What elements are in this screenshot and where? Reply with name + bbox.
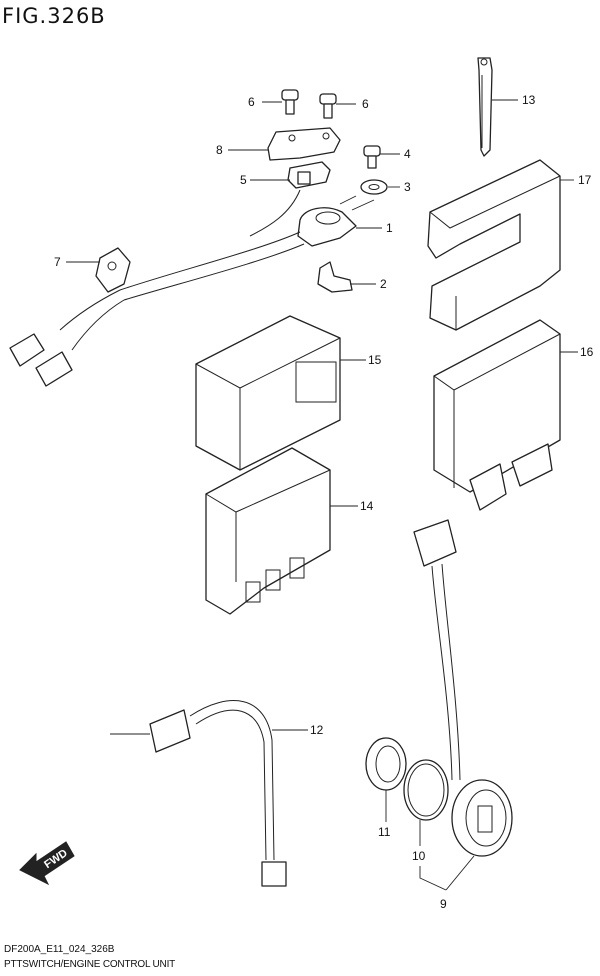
part-15-cover [195, 315, 341, 471]
footer-code: DF200A_E11_024_326B [4, 944, 115, 955]
part-13-cable-tie [477, 57, 493, 157]
part-1-sensor [297, 195, 375, 247]
callout-4: 4 [404, 147, 411, 161]
callout-14: 14 [360, 499, 374, 513]
callout-11: 11 [378, 825, 391, 839]
part-17-cover [427, 159, 561, 331]
part-3-washer [360, 179, 388, 195]
part-4-screw [363, 145, 381, 169]
part-5-switch [287, 161, 331, 189]
callout-3: 3 [404, 180, 411, 194]
callout-6-right: 6 [362, 97, 369, 111]
part-14-relay-box [205, 447, 331, 615]
figure-title: FIG.326B [2, 4, 106, 28]
part-6-bolt-right [319, 93, 337, 119]
fwd-arrow-icon: FWD [19, 841, 75, 886]
leader-lines [66, 99, 578, 891]
part-10-o-ring [403, 759, 449, 821]
callout-12: 12 [310, 723, 324, 737]
part-8-bracket [267, 127, 341, 161]
callout-9: 9 [440, 897, 447, 911]
callout-17: 17 [578, 173, 592, 187]
footer-title: PTTSWITCH/ENGINE CONTROL UNIT [4, 959, 176, 970]
part-11-grommet [365, 737, 407, 791]
part-7-clamp [95, 247, 131, 293]
callout-5: 5 [240, 173, 247, 187]
callout-16: 16 [580, 345, 594, 359]
callout-15: 15 [368, 353, 382, 367]
callout-10: 10 [412, 849, 426, 863]
callout-7: 7 [54, 255, 61, 269]
callout-6-left: 6 [248, 95, 255, 109]
callout-numbers: 6 6 8 4 3 5 1 7 2 13 17 15 16 14 12 11 1… [54, 93, 594, 911]
callout-1: 1 [386, 221, 393, 235]
part-9-switch-housing [451, 779, 513, 857]
part-6-bolt-left [281, 89, 299, 115]
callout-13: 13 [522, 93, 536, 107]
sensor-harness [9, 189, 305, 387]
part-2-trim-sender [317, 261, 353, 293]
part-16-ecu [433, 319, 561, 511]
switch-harness [413, 519, 461, 781]
callout-8: 8 [216, 143, 223, 157]
callout-2: 2 [380, 277, 387, 291]
part-12-wire-switch [110, 700, 287, 887]
